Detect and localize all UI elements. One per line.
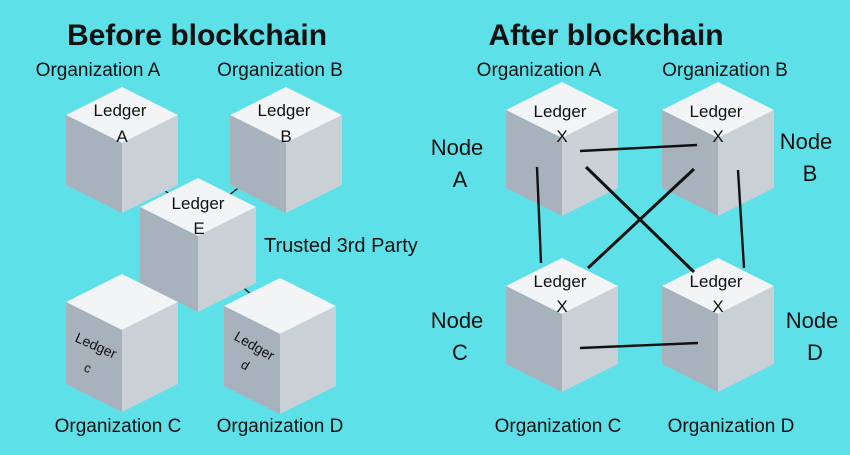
link-node-b-node-d: [736, 169, 746, 269]
node-d-id: D: [807, 340, 823, 365]
cube-right-face: [562, 286, 618, 392]
ledger-e-cube: Ledger E: [140, 178, 256, 312]
ledger-c-cube: Ledger c: [66, 274, 178, 412]
node-a-ledger-label: Ledger: [534, 102, 587, 121]
node-c-label: Node: [431, 308, 484, 333]
cube-right-face: [280, 306, 336, 414]
before-org-a-label: Organization A: [36, 60, 161, 81]
cube-left-face: [66, 115, 122, 213]
ledger-e-label: Ledger: [172, 194, 225, 213]
cube-left-face: [224, 306, 280, 414]
node-a-ledger-id: X: [556, 127, 567, 146]
node-b-ledger-label: Ledger: [690, 102, 743, 121]
cube-right-face: [286, 115, 342, 213]
ledger-b-id: B: [280, 127, 291, 146]
link-node-c-node-d: [579, 341, 699, 350]
before-org-d-label: Organization D: [217, 416, 344, 437]
ledger-a-cube: Ledger A: [66, 87, 178, 213]
after-title: After blockchain: [488, 19, 723, 52]
node-a-label: Node: [431, 135, 484, 160]
node-c-ledger-id: X: [556, 297, 567, 316]
trusted-party-label: Trusted 3rd Party: [264, 235, 418, 257]
node-d-label: Node: [786, 308, 839, 333]
node-c-ledger-cube: Ledger X: [506, 258, 618, 392]
node-b-id: B: [803, 161, 818, 186]
cube-right-face: [122, 302, 178, 412]
link-node-a-node-b: [579, 143, 698, 153]
before-org-b-label: Organization B: [217, 60, 343, 81]
node-a-ledger-cube: Ledger X: [506, 82, 618, 216]
node-b-ledger-cube: Ledger X: [662, 82, 774, 216]
node-c-id: C: [452, 340, 468, 365]
cube-left-face: [662, 286, 718, 392]
after-org-c-label: Organization C: [495, 416, 622, 437]
link-node-a-node-c: [535, 166, 543, 264]
node-d-ledger-label: Ledger: [690, 272, 743, 291]
cube-left-face: [506, 110, 562, 216]
node-d-ledger-cube: Ledger X: [662, 258, 774, 392]
before-org-c-label: Organization C: [55, 416, 182, 437]
ledger-d-cube: Ledger d: [224, 278, 336, 414]
cube-right-face: [718, 110, 774, 216]
cube-left-face: [506, 286, 562, 392]
cube-right-face: [562, 110, 618, 216]
node-d-ledger-id: X: [712, 297, 723, 316]
cube-left-face: [66, 302, 122, 412]
link-node-b-node-c: [586, 167, 696, 270]
cube-left-face: [140, 207, 198, 312]
node-a-id: A: [453, 167, 468, 192]
cube-left-face: [662, 110, 718, 216]
after-org-b-label: Organization B: [662, 60, 788, 81]
node-b-ledger-id: X: [712, 127, 723, 146]
cube-right-face: [718, 286, 774, 392]
ledger-e-id: E: [193, 219, 204, 238]
node-b-label: Node: [780, 129, 833, 154]
ledger-b-label: Ledger: [258, 101, 311, 120]
cube-right-face: [198, 207, 256, 312]
node-c-ledger-label: Ledger: [534, 272, 587, 291]
after-org-d-label: Organization D: [668, 416, 795, 437]
ledger-b-cube: Ledger B: [230, 87, 342, 213]
ledger-a-id: A: [116, 127, 128, 146]
cube-left-face: [230, 115, 286, 213]
ledger-a-label: Ledger: [94, 101, 147, 120]
after-org-a-label: Organization A: [477, 60, 602, 81]
cube-right-face: [122, 115, 178, 213]
before-title: Before blockchain: [67, 19, 327, 52]
